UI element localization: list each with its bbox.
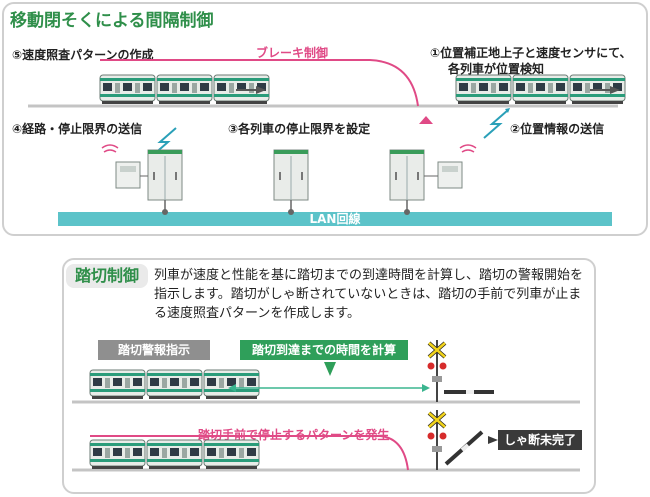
train-crossing-2	[90, 440, 259, 469]
detect-label-2: 各列車が位置検知	[448, 62, 545, 76]
crossing-description: 列車が速度と性能を基に踏切までの到達時間を計算し、踏切の警報開始を指示します。踏…	[154, 268, 584, 321]
radio-box-left	[115, 161, 141, 189]
cabinet-right	[389, 149, 425, 201]
cabinet-left	[147, 149, 183, 201]
brake-curve	[100, 59, 419, 107]
brake-label: ブレーキ制御	[256, 46, 329, 60]
radio-box-right	[437, 161, 463, 189]
top-title: 移動閉そくによる間隔制御	[10, 11, 214, 31]
stop-marker	[419, 116, 433, 124]
top-panel	[2, 2, 648, 236]
send-label: ②位置情報の送信	[510, 122, 605, 136]
calc-tag-pointer	[324, 362, 336, 376]
incomplete-tag: しゃ断未完了	[498, 430, 582, 450]
lan-bar: LAN回線	[58, 212, 612, 226]
stop-pattern-curve	[90, 435, 409, 471]
calc-tag: 踏切到達までの時間を計算	[240, 340, 408, 360]
warning-tag: 踏切警報指示	[98, 340, 210, 360]
zigzag-right	[483, 109, 509, 139]
limit-label: ③各列車の停止限界を設定	[228, 122, 371, 136]
detect-label-1: ①位置補正地上子と速度センサにて、	[430, 46, 632, 60]
train-crossing-1	[90, 370, 259, 399]
crossing-title: 踏切制御	[66, 264, 148, 288]
route-label: ④経路・停止限界の送信	[12, 122, 143, 136]
zigzag-left	[151, 127, 177, 157]
cabinet-center	[273, 149, 309, 201]
pattern-label: ⑤速度照査パターンの作成	[12, 48, 154, 62]
